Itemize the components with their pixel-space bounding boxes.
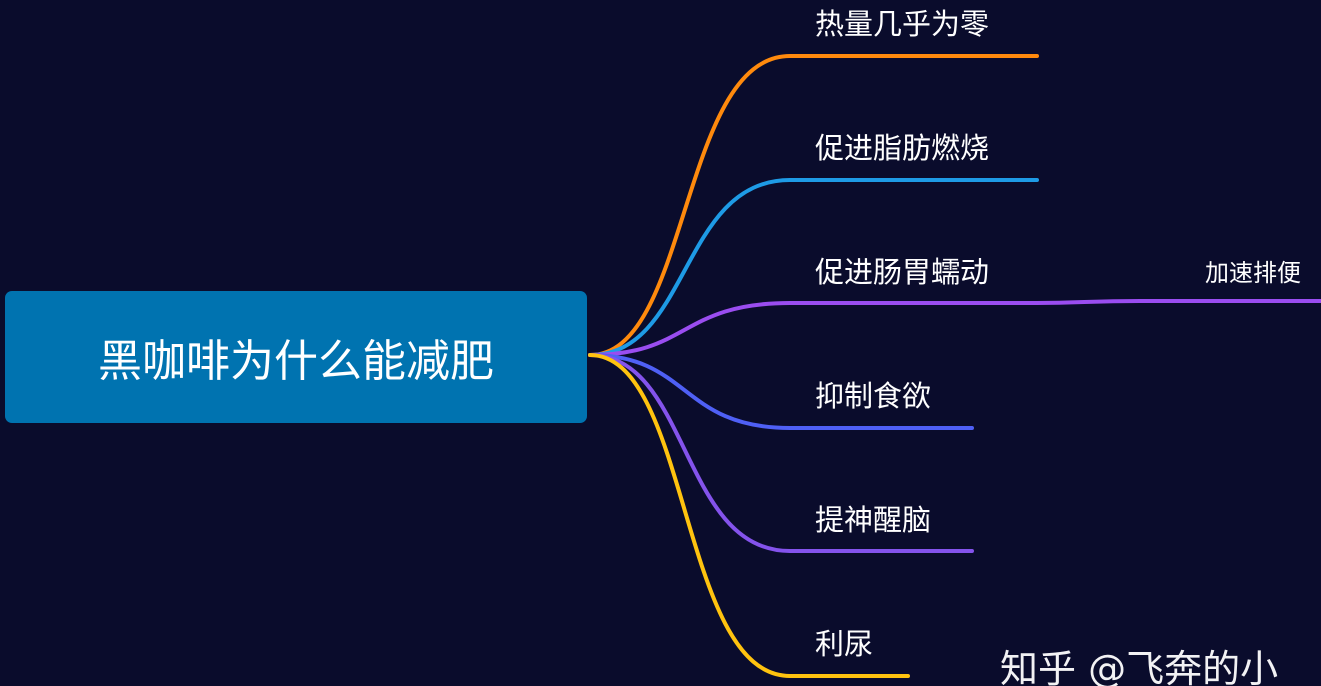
- branch-利尿[interactable]: 利尿: [815, 627, 874, 661]
- branch-提神醒脑[interactable]: 提神醒脑: [815, 503, 932, 537]
- watermark-text: 知乎 @飞奔的小: [1000, 647, 1279, 686]
- connector-抑制食欲: [588, 353, 974, 430]
- branch-抑制食欲[interactable]: 抑制食欲: [815, 379, 932, 413]
- branch-促进肠胃蠕动[interactable]: 促进肠胃蠕动: [815, 255, 990, 289]
- subbranch-加速排便[interactable]: 加速排便: [1205, 259, 1301, 287]
- root-topic[interactable]: 黑咖啡为什么能减肥: [5, 291, 587, 423]
- root-topic-label: 黑咖啡为什么能减肥: [98, 336, 494, 387]
- connector-热量几乎为零: [588, 54, 1039, 357]
- connector-加速排便: [1035, 299, 1321, 305]
- branch-促进脂肪燃烧[interactable]: 促进脂肪燃烧: [815, 131, 990, 165]
- branch-热量几乎为零[interactable]: 热量几乎为零: [815, 7, 990, 41]
- connector-提神醒脑: [588, 353, 974, 553]
- connector-促进肠胃蠕动: [588, 301, 1039, 357]
- connector-利尿: [588, 353, 910, 678]
- connector-促进脂肪燃烧: [588, 178, 1039, 357]
